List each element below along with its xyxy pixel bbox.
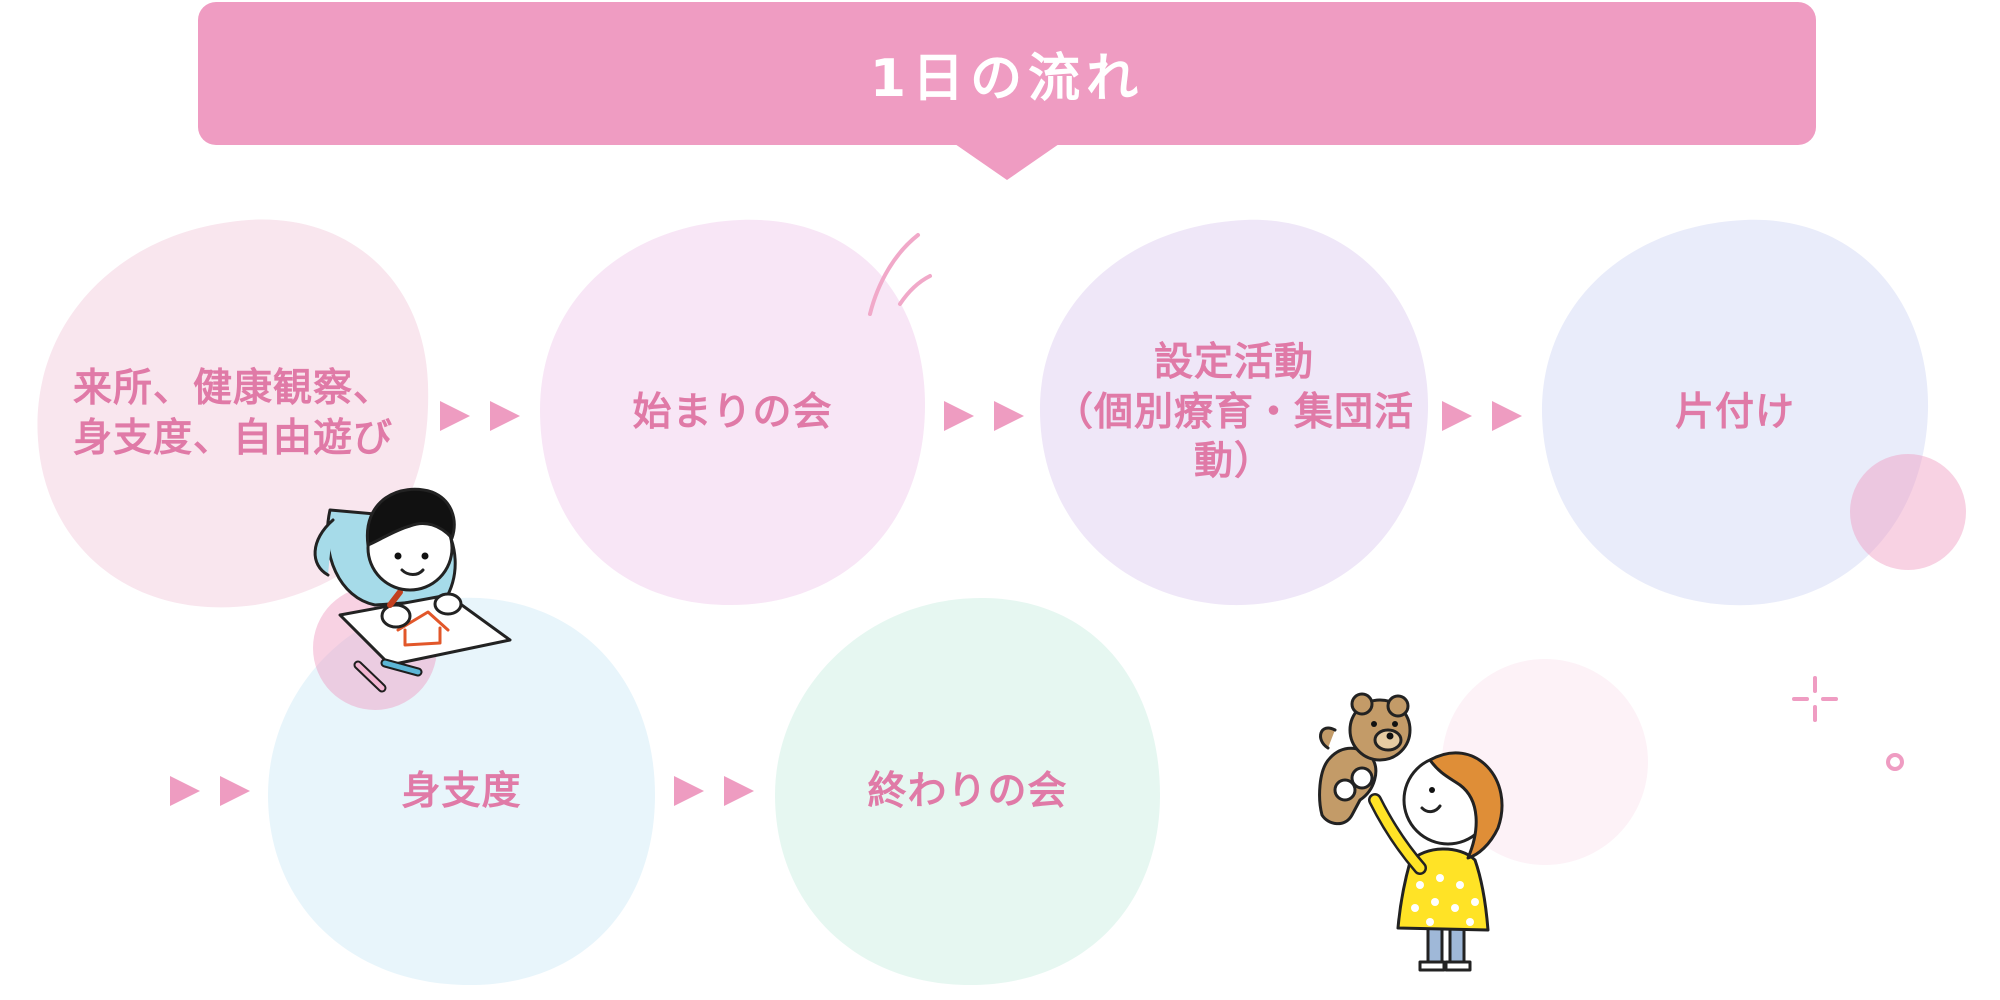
decor-ring bbox=[1886, 753, 1904, 771]
step-blob-2 bbox=[540, 219, 925, 605]
drawing-child-icon bbox=[313, 487, 512, 693]
header-pointer bbox=[955, 144, 1059, 180]
step-2: 始まりの会 bbox=[540, 220, 925, 605]
step-6: 終わりの会 bbox=[775, 598, 1160, 985]
sparkle-icon bbox=[1792, 676, 1838, 722]
step-5: 身支度 bbox=[268, 598, 655, 985]
header-banner: 1日の流れ bbox=[198, 2, 1816, 145]
child-with-teddy-bear-icon bbox=[1318, 692, 1504, 972]
step-4-label: 片付け bbox=[1674, 389, 1795, 435]
step-2-label: 始まりの会 bbox=[632, 389, 833, 435]
arrow-icon bbox=[674, 776, 754, 806]
step-5-label: 身支度 bbox=[401, 768, 522, 814]
step-blob-3 bbox=[1039, 219, 1429, 606]
step-6-label: 終わりの会 bbox=[867, 768, 1068, 814]
arrow-icon bbox=[1442, 401, 1522, 431]
step-3-label: 設定活動 （個別療育・集団活動） bbox=[1053, 339, 1414, 485]
step-1: 来所、健康観察、 身支度、自由遊び bbox=[38, 222, 428, 605]
step-blob-5 bbox=[268, 597, 655, 985]
step-4: 片付け bbox=[1542, 220, 1928, 605]
page-title: 1日の流れ bbox=[869, 49, 1145, 109]
step-blob-4 bbox=[1541, 219, 1929, 606]
arrow-icon bbox=[944, 401, 1024, 431]
decor-circle bbox=[1850, 454, 1966, 570]
arrow-icon bbox=[170, 776, 250, 806]
step-1-label: 来所、健康観察、 身支度、自由遊び bbox=[72, 365, 393, 461]
swoosh-icon bbox=[868, 233, 932, 316]
step-3: 設定活動 （個別療育・集団活動） bbox=[1040, 220, 1428, 605]
step-blob-6 bbox=[775, 597, 1160, 985]
arrow-icon bbox=[440, 401, 520, 431]
